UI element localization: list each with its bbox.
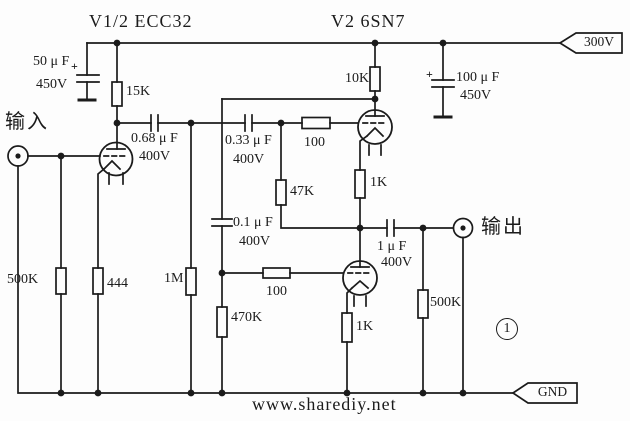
output-terminal bbox=[452, 217, 474, 394]
resistor-470k bbox=[216, 272, 228, 394]
cap-100uf-value: 100 μ F bbox=[456, 70, 500, 85]
resistor-500k-input bbox=[55, 155, 67, 394]
tube-v2a bbox=[357, 98, 393, 171]
resistor-1k-upper-label: 1K bbox=[370, 175, 388, 190]
resistor-100-lower bbox=[221, 267, 344, 279]
cap-50uf-value: 50 μ F bbox=[33, 54, 70, 69]
ground-flag bbox=[511, 382, 578, 404]
resistor-10k-label: 10K bbox=[345, 71, 370, 86]
resistor-10k bbox=[369, 42, 381, 100]
ground-flag-label: GND bbox=[537, 384, 568, 399]
cap-100uf-voltage: 450V bbox=[460, 88, 492, 103]
capacitor-033uf bbox=[244, 114, 303, 132]
resistor-100-upper-label: 100 bbox=[304, 135, 325, 150]
figure-number-badge: 1 bbox=[496, 318, 518, 340]
resistor-470k-label: 470K bbox=[231, 310, 263, 325]
cap-068uf-value: 0.68 μ F bbox=[131, 131, 178, 146]
resistor-47k-label: 47K bbox=[290, 184, 315, 199]
supply-flag bbox=[558, 32, 623, 54]
capacitor-01uf bbox=[211, 218, 233, 274]
resistor-100-upper bbox=[301, 116, 359, 130]
resistor-1k-lower bbox=[341, 312, 353, 394]
input-terminal bbox=[7, 145, 101, 167]
cap-068uf-voltage: 400V bbox=[139, 149, 171, 164]
resistor-444-label: 444 bbox=[107, 276, 128, 291]
cap-1uf-value: 1 μ F bbox=[377, 239, 407, 254]
cap-1uf-voltage: 400V bbox=[381, 255, 413, 270]
cap-01uf-value: 0.1 μ F bbox=[233, 215, 273, 230]
cap-033uf-value: 0.33 μ F bbox=[225, 133, 272, 148]
output-port-label: 输出 bbox=[481, 216, 525, 238]
supply-flag-label: 300V bbox=[584, 34, 614, 49]
resistor-100-lower-label: 100 bbox=[266, 284, 287, 299]
resistor-1m-label: 1M bbox=[164, 271, 184, 286]
cap-01uf-voltage: 400V bbox=[239, 234, 271, 249]
resistor-500k-output bbox=[417, 227, 429, 394]
tube-v2b bbox=[342, 227, 378, 314]
plate-feed-wire bbox=[221, 98, 376, 220]
resistor-1k-upper bbox=[354, 169, 366, 229]
capacitor-50uf bbox=[76, 42, 100, 102]
cap-50uf-polarity: + bbox=[71, 59, 78, 73]
capacitor-1uf bbox=[359, 219, 454, 237]
resistor-1k-lower-label: 1K bbox=[356, 319, 374, 334]
watermark-text: www.sharediy.net bbox=[252, 394, 397, 414]
resistor-500k-output-label: 500K bbox=[430, 295, 462, 310]
capacitor-068uf bbox=[150, 114, 246, 132]
resistor-47k bbox=[275, 122, 361, 229]
v2-tube-heading: V2 6SN7 bbox=[331, 11, 406, 31]
resistor-15k-label: 15K bbox=[126, 84, 151, 99]
cap-033uf-voltage: 400V bbox=[233, 152, 265, 167]
junction-dots bbox=[57, 39, 467, 397]
input-port-label: 输入 bbox=[5, 111, 49, 133]
resistor-444 bbox=[92, 267, 104, 394]
cap-100uf-polarity: + bbox=[426, 67, 433, 81]
resistor-15k bbox=[111, 42, 123, 124]
cap-50uf-voltage: 450V bbox=[36, 77, 68, 92]
v1-tube-heading: V1/2 ECC32 bbox=[89, 11, 193, 31]
tube-v1 bbox=[97, 122, 134, 269]
resistor-1m bbox=[185, 122, 197, 394]
capacitor-100uf bbox=[431, 42, 455, 119]
resistor-500k-input-label: 500K bbox=[7, 272, 39, 287]
